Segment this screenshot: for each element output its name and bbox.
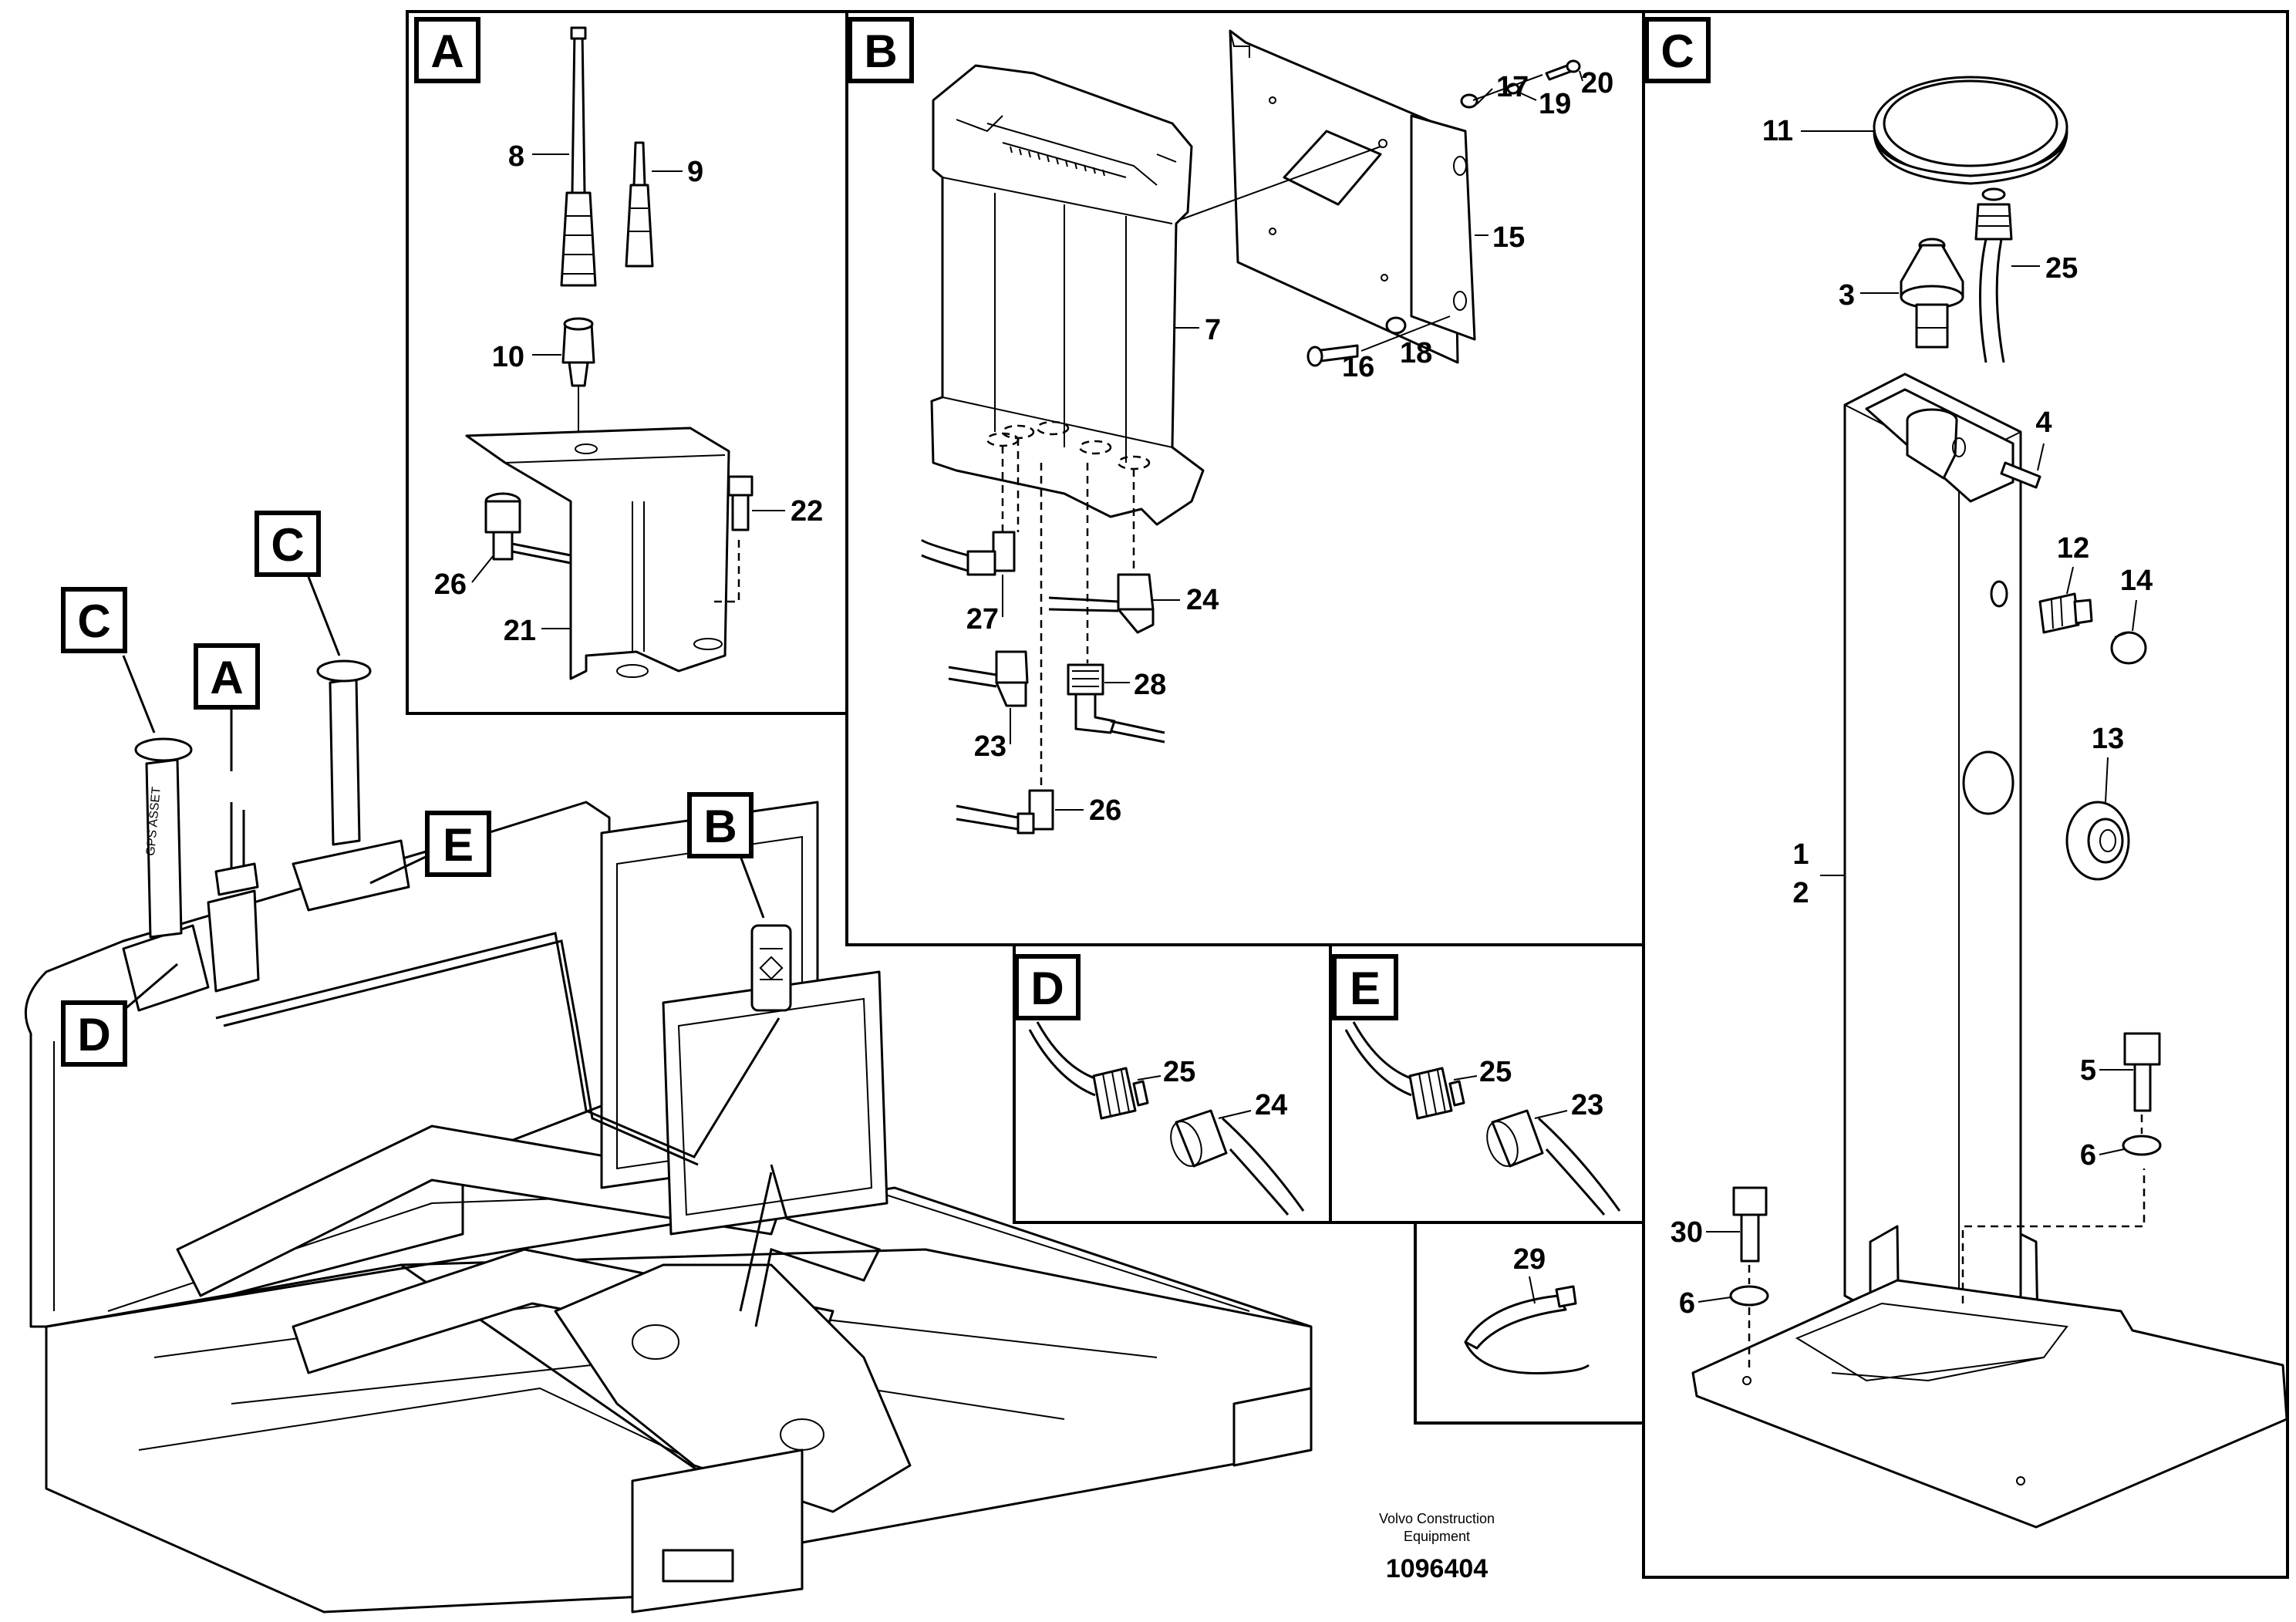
detail-panel-c: C	[1642, 10, 2289, 1579]
part-label-18: 18	[1400, 337, 1432, 369]
part-label-7: 7	[1205, 314, 1221, 346]
part-label-4: 4	[2035, 406, 2052, 439]
part-label-20: 20	[1581, 67, 1613, 99]
part-label-26-b: 26	[1089, 794, 1121, 827]
overview-label-e: E	[443, 819, 474, 871]
company-name-line1: Volvo Construction	[1379, 1511, 1495, 1526]
overview-label-c-left: C	[77, 595, 110, 647]
document-number: 1096404	[1386, 1554, 1488, 1583]
part-label-1: 1	[1792, 838, 1809, 871]
part-label-15: 15	[1492, 221, 1525, 254]
part-label-8: 8	[508, 140, 524, 173]
panel-a-label: A	[430, 25, 464, 77]
part-label-13: 13	[2092, 723, 2124, 755]
panel-d-label: D	[1030, 963, 1064, 1014]
part-label-2: 2	[1792, 877, 1809, 909]
part-label-22: 22	[791, 495, 823, 528]
part-label-9: 9	[687, 156, 703, 188]
overview-label-c-right: C	[271, 519, 304, 571]
part-label-21: 21	[504, 615, 536, 647]
detail-panel-e: E 25 23	[1329, 943, 1645, 1224]
part-label-24-d: 24	[1255, 1089, 1287, 1121]
part-label-11: 11	[1762, 115, 1793, 147]
part-label-6-left: 6	[1679, 1287, 1695, 1320]
part-label-5: 5	[2080, 1054, 2096, 1087]
part-label-14: 14	[2120, 565, 2153, 597]
part-label-27: 27	[966, 603, 999, 636]
part-label-25-c: 25	[2045, 252, 2078, 285]
part-label-28: 28	[1134, 669, 1166, 701]
panel-c-label: C	[1660, 25, 1694, 77]
part-label-10: 10	[492, 341, 524, 373]
panel-e-label: E	[1350, 963, 1381, 1014]
overview-label-d: D	[77, 1009, 110, 1061]
detail-panel-a: A 8 9 10 22	[406, 10, 848, 715]
detail-panel-d: D 25 24	[1013, 943, 1332, 1224]
overview-callouts: C A C E B D	[61, 511, 765, 1067]
part-label-26-a: 26	[434, 568, 467, 601]
part-label-23-e: 23	[1571, 1089, 1603, 1121]
overview-label-b: B	[703, 801, 737, 852]
machine-frame-overview: GPS ASSET	[24, 659, 1313, 1614]
panel-b-label: B	[864, 25, 897, 77]
detail-panel-b: B	[845, 10, 1645, 946]
part-label-16: 16	[1342, 351, 1374, 383]
part-label-6-right: 6	[2080, 1139, 2096, 1172]
part-label-29: 29	[1513, 1243, 1546, 1276]
company-name-line2: Equipment	[1404, 1529, 1470, 1544]
part-label-23-b: 23	[974, 730, 1006, 763]
part-label-17: 17	[1496, 71, 1529, 103]
footer: Volvo Construction Equipment 1096404	[1379, 1511, 1495, 1583]
part-label-25-d: 25	[1163, 1056, 1195, 1088]
part-label-30: 30	[1671, 1216, 1703, 1249]
detail-panel-cable-tie: 29	[1414, 1221, 1645, 1425]
part-label-24-b: 24	[1186, 584, 1219, 616]
part-label-25-e: 25	[1479, 1056, 1512, 1088]
part-label-3: 3	[1839, 279, 1855, 312]
overview-label-a: A	[210, 652, 243, 703]
part-label-12: 12	[2057, 532, 2089, 565]
part-label-19: 19	[1539, 88, 1571, 120]
